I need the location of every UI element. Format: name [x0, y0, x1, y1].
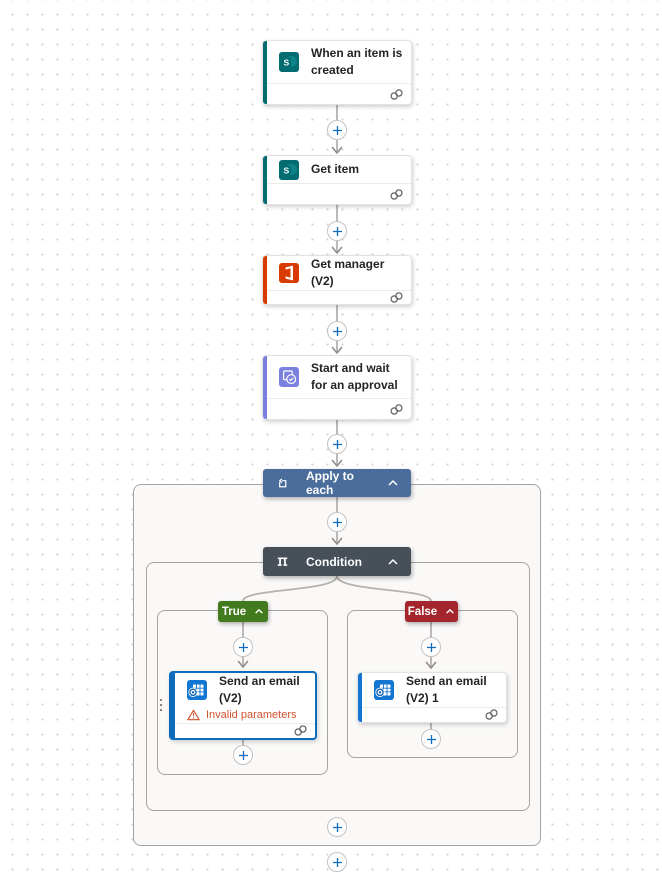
scope-title: Condition	[306, 554, 362, 569]
action-title: Send an email (V2)	[219, 674, 300, 705]
connection-icon	[485, 709, 498, 720]
office365-icon	[279, 262, 299, 283]
plus-icon	[238, 642, 248, 652]
accent-bar	[263, 156, 267, 204]
plus-icon	[332, 822, 342, 832]
branch-label: True	[221, 605, 247, 618]
plus-icon	[332, 857, 342, 867]
plus-icon	[426, 734, 436, 744]
plus-icon	[238, 750, 248, 760]
insert-step-button[interactable]	[327, 434, 347, 454]
sharepoint-icon: S	[279, 52, 299, 72]
plus-icon	[332, 439, 342, 449]
false-branch-badge[interactable]: False	[405, 601, 458, 622]
chevron-up-icon[interactable]	[445, 608, 455, 615]
accent-bar	[263, 41, 267, 104]
condition-icon	[277, 557, 288, 566]
action-title: Start and wait for an approval	[311, 361, 398, 392]
apply-to-each-header[interactable]: Apply to each	[263, 469, 411, 497]
connection-icon	[294, 725, 307, 736]
action-card-trigger[interactable]: S When an item is created	[262, 40, 412, 105]
svg-text:S: S	[284, 57, 290, 67]
action-card-send-email-true[interactable]: Send an email (V2) Invalid parameters	[169, 671, 317, 740]
action-card-get-manager[interactable]: Get manager (V2)	[262, 255, 412, 305]
plus-icon	[332, 125, 342, 135]
accent-bar	[358, 673, 362, 722]
insert-step-button[interactable]	[327, 817, 347, 837]
insert-step-button[interactable]	[327, 512, 347, 532]
action-card-get-item[interactable]: S Get item	[262, 155, 412, 205]
action-card-send-email-false[interactable]: Send an email (V2) 1	[357, 672, 507, 723]
insert-step-button[interactable]	[421, 729, 441, 749]
scope-title: Apply to each	[306, 469, 354, 497]
insert-step-button[interactable]	[327, 321, 347, 341]
approvals-icon	[279, 367, 299, 387]
plus-icon	[426, 642, 436, 652]
insert-step-button[interactable]	[327, 852, 347, 872]
insert-step-button[interactable]	[421, 637, 441, 657]
sharepoint-icon: S	[279, 159, 299, 180]
action-title: When an item is created	[311, 46, 403, 77]
plus-icon	[332, 226, 342, 236]
error-text: Invalid parameters	[206, 708, 297, 721]
accent-bar	[171, 673, 175, 738]
insert-step-button[interactable]	[233, 637, 253, 657]
plus-icon	[332, 517, 342, 527]
drag-handle-icon[interactable]	[158, 697, 164, 713]
action-title: Send an email (V2) 1	[406, 674, 487, 705]
chevron-up-icon[interactable]	[387, 479, 399, 487]
accent-bar	[263, 356, 267, 419]
warning-icon	[187, 709, 200, 720]
loop-icon	[279, 477, 287, 487]
connection-icon	[390, 188, 403, 200]
outlook-icon	[374, 679, 394, 700]
plus-icon	[332, 326, 342, 336]
action-title: Get item	[311, 162, 360, 177]
condition-header[interactable]: Condition	[263, 547, 411, 576]
branch-label: False	[407, 605, 438, 618]
svg-text:S: S	[284, 165, 290, 175]
action-title: Get manager (V2)	[311, 257, 385, 288]
insert-step-button[interactable]	[327, 120, 347, 140]
chevron-up-icon[interactable]	[254, 608, 264, 615]
chevron-up-icon[interactable]	[387, 558, 399, 566]
connection-icon	[390, 403, 403, 415]
accent-bar	[263, 256, 267, 304]
connection-icon	[390, 88, 403, 100]
outlook-icon	[187, 679, 207, 700]
insert-step-button[interactable]	[233, 745, 253, 765]
connection-icon	[390, 292, 403, 303]
true-branch-badge[interactable]: True	[218, 601, 268, 622]
error-message: Invalid parameters	[171, 707, 315, 723]
insert-step-button[interactable]	[327, 221, 347, 241]
action-card-approval[interactable]: Start and wait for an approval	[262, 355, 412, 420]
